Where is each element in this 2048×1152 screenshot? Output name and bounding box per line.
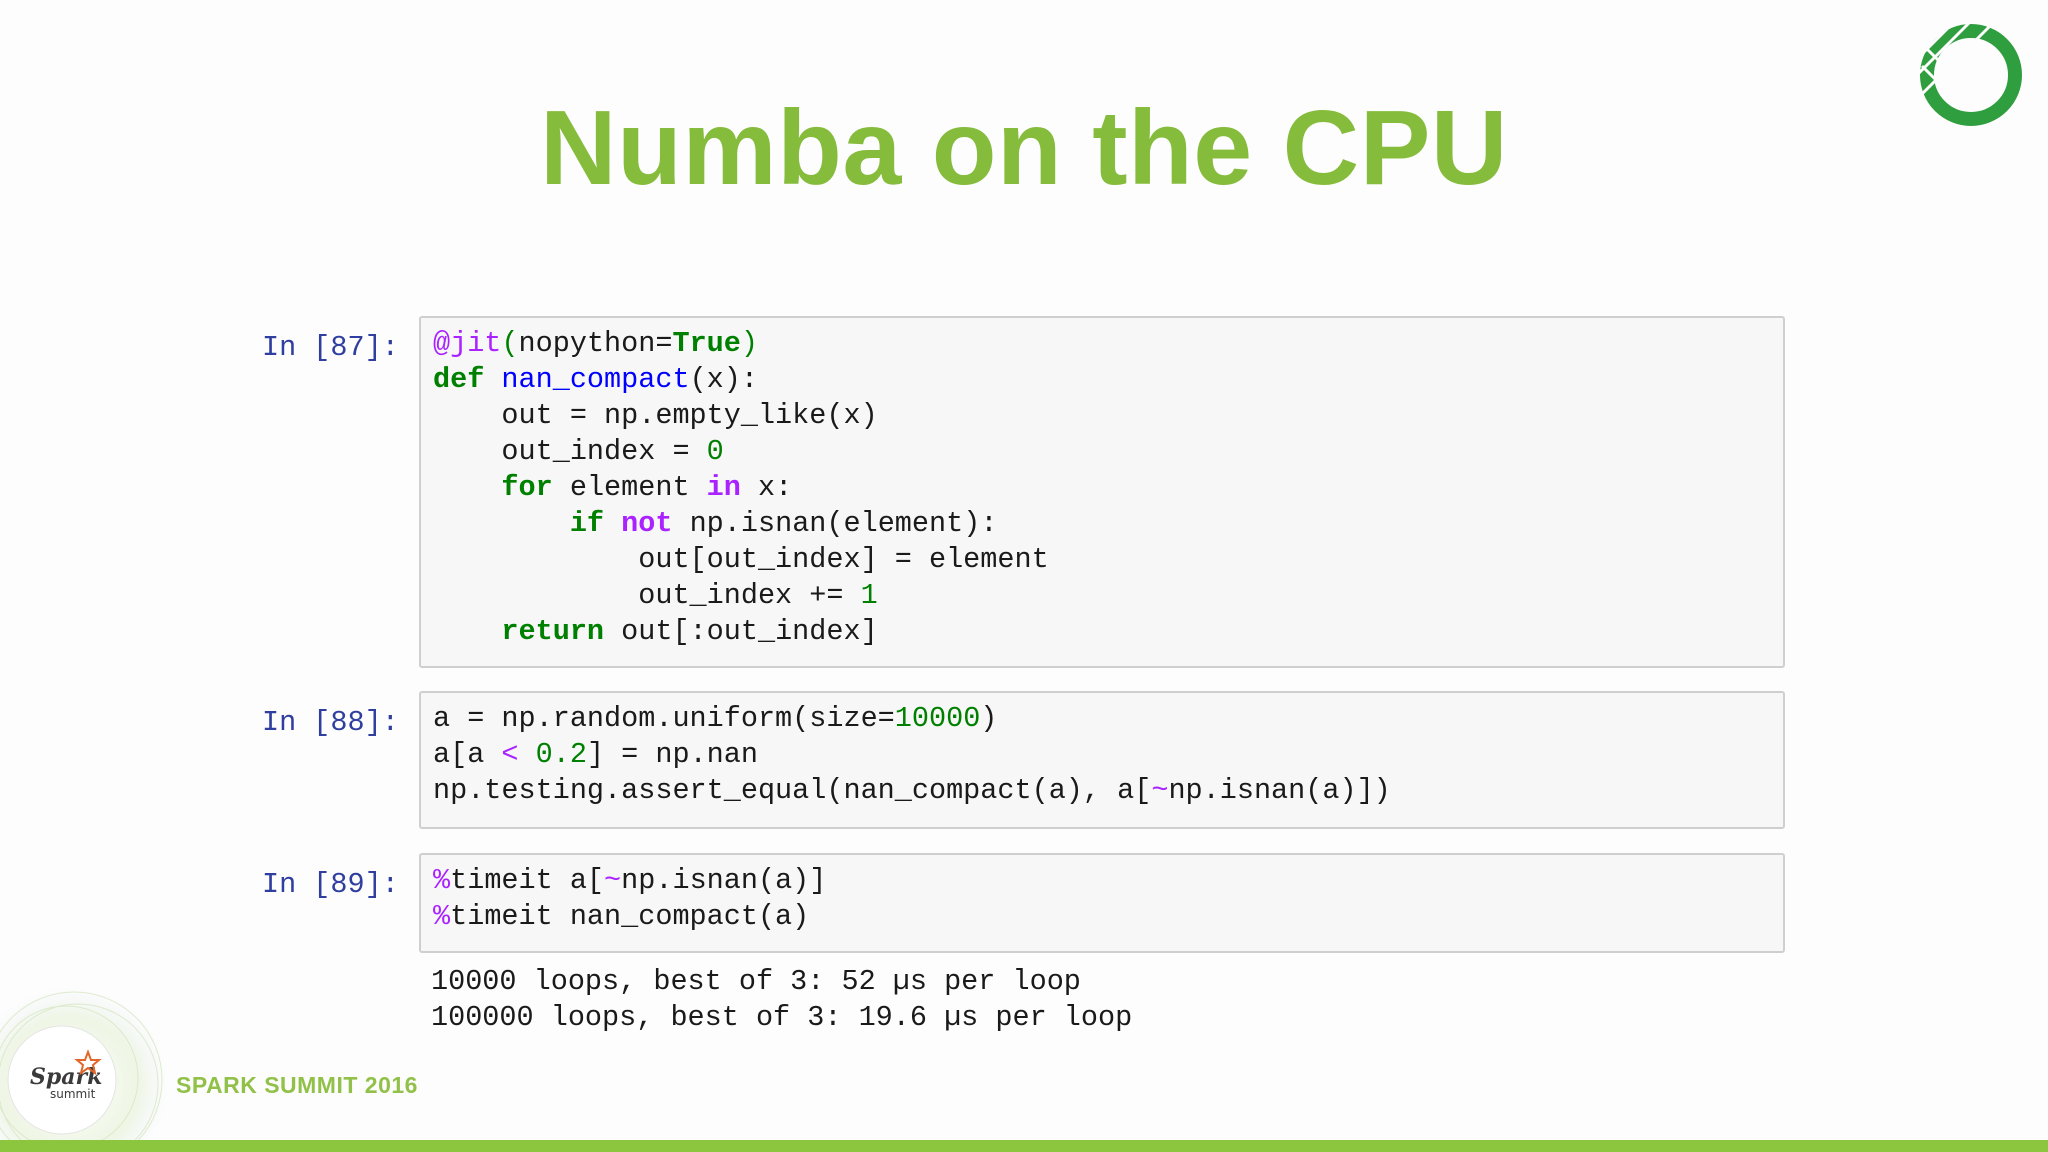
- code-line: if not np.isnan(element):: [569, 507, 998, 540]
- code-line: out = np.empty_like(x): [433, 399, 878, 432]
- code-line: %timeit a[~np.isnan(a)]: [433, 864, 827, 897]
- svg-text:Spark: Spark: [30, 1064, 102, 1090]
- code-line: for element in x:: [501, 471, 793, 504]
- output-line: 10000 loops, best of 3: 52 µs per loop: [431, 965, 1081, 998]
- code-block: @jit(nopython=True) def nan_compact(x): …: [433, 326, 1783, 650]
- ring-logo-icon: [1914, 18, 2022, 126]
- code-cell[interactable]: %timeit a[~np.isnan(a)] %timeit nan_comp…: [419, 853, 1785, 953]
- code-line: %timeit nan_compact(a): [433, 900, 810, 933]
- code-line: def nan_compact(x):: [433, 363, 758, 396]
- bottom-accent-bar: [0, 1140, 2048, 1152]
- code-line: out_index = 0: [433, 435, 724, 468]
- svg-text:summit: summit: [50, 1087, 96, 1101]
- code-block: a = np.random.uniform(size=10000) a[a < …: [433, 701, 1783, 809]
- footer-event-label: SPARK SUMMIT 2016: [176, 1072, 418, 1098]
- cell-output: 10000 loops, best of 3: 52 µs per loop 1…: [431, 964, 1132, 1036]
- code-line: out[out_index] = element: [433, 543, 1049, 576]
- cell-prompt: In [89]:: [262, 868, 399, 901]
- spark-summit-logo-icon: Spark summit: [0, 987, 168, 1152]
- code-line: a = np.random.uniform(size=10000): [433, 702, 998, 735]
- slide-title: Numba on the CPU: [540, 89, 1508, 207]
- code-cell[interactable]: @jit(nopython=True) def nan_compact(x): …: [419, 316, 1785, 668]
- code-line: np.testing.assert_equal(nan_compact(a), …: [433, 774, 1391, 807]
- output-line: 100000 loops, best of 3: 19.6 µs per loo…: [431, 1001, 1133, 1034]
- code-line: @jit(nopython=True): [433, 327, 758, 360]
- code-line: a[a < 0.2] = np.nan: [433, 738, 758, 771]
- code-cell[interactable]: a = np.random.uniform(size=10000) a[a < …: [419, 691, 1785, 829]
- code-block: %timeit a[~np.isnan(a)] %timeit nan_comp…: [433, 863, 1783, 935]
- code-line: out_index += 1: [433, 579, 878, 612]
- cell-prompt: In [88]:: [262, 706, 399, 739]
- cell-prompt: In [87]:: [262, 331, 399, 364]
- code-line: return out[:out_index]: [501, 615, 878, 648]
